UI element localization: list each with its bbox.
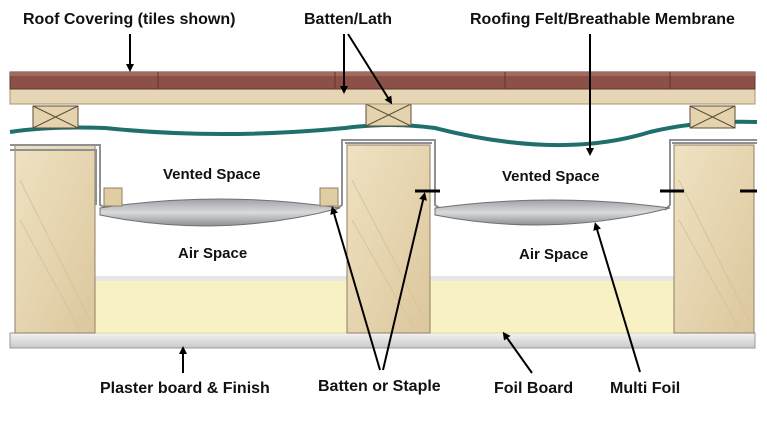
label-vented-space-left: Vented Space bbox=[163, 166, 261, 183]
label-plaster-board: Plaster board & Finish bbox=[100, 380, 270, 397]
counter-batten-left bbox=[32, 105, 79, 129]
roof-tiles bbox=[9, 71, 756, 90]
arrows bbox=[126, 33, 641, 374]
plaster-board bbox=[9, 332, 756, 349]
batten-small-middle bbox=[319, 187, 339, 207]
label-batten-lath: Batten/Lath bbox=[304, 11, 392, 28]
foil-board-left bbox=[94, 279, 348, 334]
label-air-space-left: Air Space bbox=[178, 245, 248, 262]
counter-batten-right bbox=[689, 105, 736, 129]
label-batten-or-staple: Batten or Staple bbox=[318, 378, 441, 395]
label-roof-covering: Roof Covering (tiles shown) bbox=[23, 11, 236, 28]
multi-foil-right-bay bbox=[434, 199, 671, 226]
multi-foil-left-bay bbox=[99, 198, 341, 227]
label-air-space-right: Air Space bbox=[519, 246, 589, 263]
rafter-middle bbox=[346, 144, 431, 334]
rafter-right bbox=[673, 144, 755, 334]
label-vented-space-right: Vented Space bbox=[502, 168, 600, 185]
label-roofing-felt: Roofing Felt/Breathable Membrane bbox=[470, 11, 735, 28]
foil-board-face-right bbox=[430, 276, 674, 281]
label-multi-foil: Multi Foil bbox=[610, 380, 681, 397]
batten-small-left bbox=[103, 187, 123, 207]
label-foil-board: Foil Board bbox=[494, 380, 574, 397]
rafter-left bbox=[14, 144, 96, 334]
foil-board-face-left bbox=[95, 276, 347, 281]
foil-board-right bbox=[429, 279, 675, 334]
counter-batten-middle bbox=[365, 103, 412, 127]
